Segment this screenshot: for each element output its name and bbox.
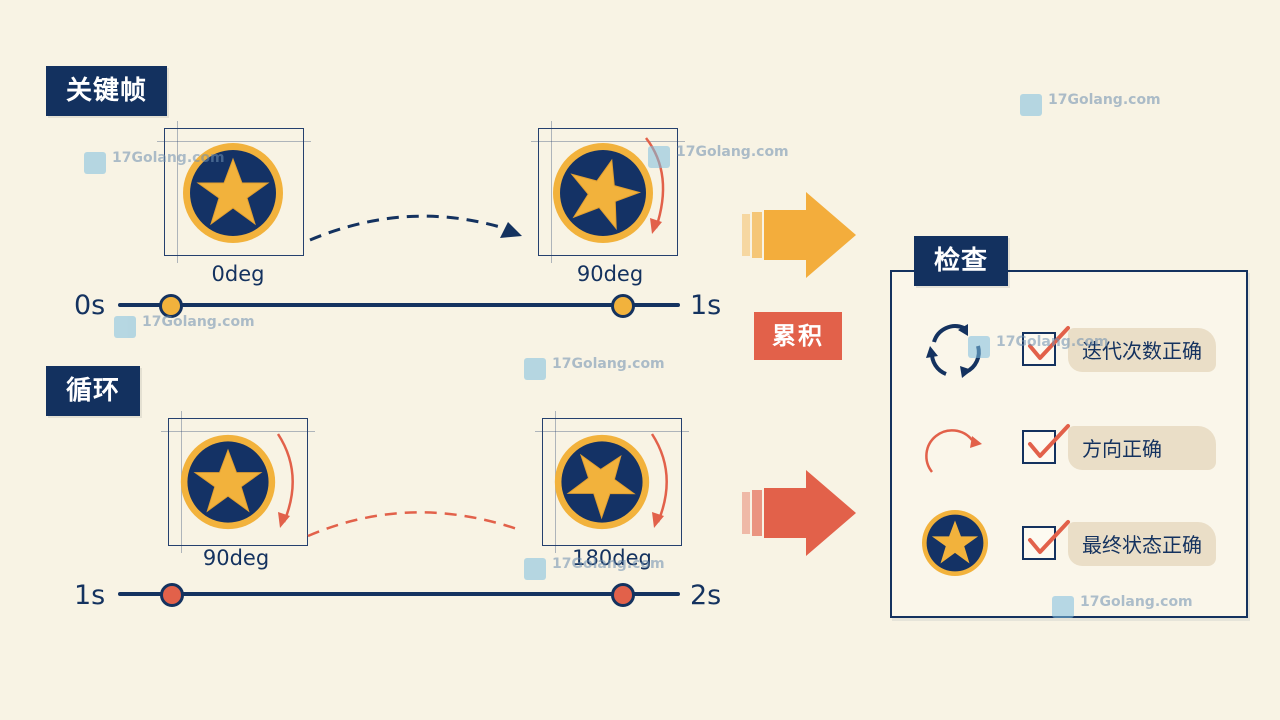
keyframe-end-angle: 90deg xyxy=(576,262,644,286)
watermark-logo-icon xyxy=(84,152,106,174)
orange-arrow-icon xyxy=(742,192,856,278)
watermark-text: 17Golang.com xyxy=(996,334,1109,350)
rotation-arrow-icon xyxy=(645,137,665,234)
highlight-brush xyxy=(1068,522,1216,566)
keyframe-end-frame xyxy=(531,121,685,263)
star-badge-icon xyxy=(183,143,283,243)
loop-end-time: 2s xyxy=(690,580,722,611)
watermark-text: 17Golang.com xyxy=(142,314,255,330)
check-panel: 迭代次数正确 方向正确 最终状态正确 xyxy=(890,270,1248,618)
check-row-iterations: 迭代次数正确 xyxy=(892,320,1246,380)
star-badge-icon xyxy=(554,434,650,530)
watermark-text: 17Golang.com xyxy=(112,150,225,166)
watermark-logo-icon xyxy=(968,336,990,358)
watermark-logo-icon xyxy=(648,146,670,168)
star-badge-icon xyxy=(921,509,989,577)
loop-timeline xyxy=(118,592,680,596)
check-label: 最终状态正确 xyxy=(1082,533,1202,557)
check-label: 迭代次数正确 xyxy=(1082,339,1202,363)
keyframe-timeline xyxy=(118,303,680,307)
watermark-logo-icon xyxy=(524,358,546,380)
check-tag: 检查 xyxy=(914,236,1009,286)
watermark-text: 17Golang.com xyxy=(552,356,665,372)
keyframe-start-angle: 0deg xyxy=(211,262,265,286)
checkmark-icon xyxy=(1028,326,1070,360)
loop-start-angle: 90deg xyxy=(202,546,270,570)
watermark-text: 17Golang.com xyxy=(1048,92,1161,108)
watermark-logo-icon xyxy=(1020,94,1042,116)
dashed-loop-arrow xyxy=(307,511,521,538)
rotation-arrow-icon xyxy=(650,433,668,528)
highlight-brush xyxy=(1068,328,1216,372)
watermark-logo-icon xyxy=(524,558,546,580)
watermark-logo-icon xyxy=(114,316,136,338)
keyframe-start-time: 0s xyxy=(74,290,106,321)
check-label: 方向正确 xyxy=(1082,437,1162,461)
watermark-text: 17Golang.com xyxy=(552,556,665,572)
loop-start-marker xyxy=(160,583,184,607)
loop-end-angle: 180deg xyxy=(572,546,652,570)
accumulate-tag: 累积 xyxy=(754,312,842,360)
keyframe-end-marker xyxy=(611,294,635,318)
keyframe-start-frame xyxy=(157,121,311,263)
dashed-transition-arrow xyxy=(309,214,522,242)
watermark-text: 17Golang.com xyxy=(676,144,789,160)
red-arrow-icon xyxy=(742,470,856,556)
watermark-logo-icon xyxy=(1052,596,1074,618)
checkmark-icon xyxy=(1028,520,1070,554)
keyframe-tag: 关键帧 xyxy=(46,66,168,116)
star-badge-icon xyxy=(180,434,276,530)
check-row-direction: 方向正确 xyxy=(892,418,1246,478)
highlight-brush xyxy=(1068,426,1216,470)
star-badge-icon xyxy=(553,143,653,243)
loop-end-marker xyxy=(611,583,635,607)
keyframe-start-marker xyxy=(159,294,183,318)
watermark-text: 17Golang.com xyxy=(1080,594,1193,610)
rotation-arrow-icon xyxy=(276,433,294,528)
checkmark-icon xyxy=(1028,424,1070,458)
check-row-final-state: 最终状态正确 xyxy=(892,509,1246,577)
loop-start-time: 1s xyxy=(74,580,106,611)
clockwise-arrow-icon xyxy=(925,429,982,473)
keyframe-end-time: 1s xyxy=(690,290,722,321)
loop-tag: 循环 xyxy=(46,366,141,416)
